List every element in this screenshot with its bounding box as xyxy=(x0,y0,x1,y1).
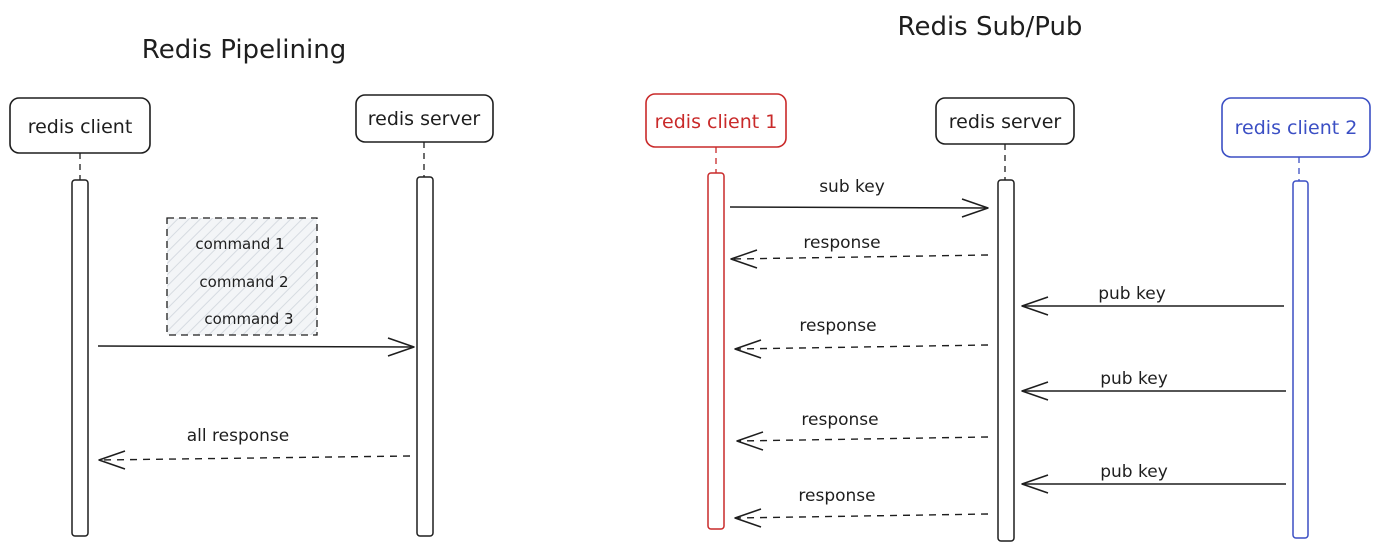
response-arrow-3: response xyxy=(736,410,989,451)
subpub-server-label: redis server xyxy=(949,111,1062,133)
all-response-label: all response xyxy=(187,426,289,446)
subpub-client2-activation xyxy=(1292,180,1309,539)
response-label-1: response xyxy=(803,233,880,253)
pipelining-server-box: redis server xyxy=(355,94,494,143)
pipelining-client-activation xyxy=(71,179,89,537)
command-3-label: command 3 xyxy=(204,310,293,328)
response-arrow-1: response xyxy=(730,233,989,269)
commands-batch-box: command 1 command 2 command 3 xyxy=(166,217,318,336)
pipelining-server-activation xyxy=(416,176,434,537)
pub-key-label-3: pub key xyxy=(1100,462,1168,482)
subpub-server-box: redis server xyxy=(935,97,1075,145)
pipelining-client-box: redis client xyxy=(9,97,151,154)
subpub-client2-label: redis client 2 xyxy=(1235,117,1358,139)
command-1-label: command 1 xyxy=(195,235,284,253)
response-label-3: response xyxy=(801,410,878,430)
pipelining-client-label: redis client xyxy=(28,116,133,138)
subpub-client1-box: redis client 1 xyxy=(645,93,787,148)
subpub-client2-box: redis client 2 xyxy=(1221,97,1371,158)
pub-key-label-1: pub key xyxy=(1098,284,1166,304)
pipelining-diagram: Redis Pipelining redis client redis serv… xyxy=(9,35,494,537)
pub-key-arrow-3: pub key xyxy=(1021,462,1286,494)
subpub-client1-label: redis client 1 xyxy=(655,111,778,133)
subpub-server-activation xyxy=(997,179,1015,542)
sub-key-label: sub key xyxy=(819,177,885,197)
response-label-2: response xyxy=(799,316,876,336)
pipelining-server-label: redis server xyxy=(368,108,481,130)
pub-key-arrow-2: pub key xyxy=(1021,369,1286,401)
subpub-diagram: Redis Sub/Pub redis client 1 redis serve… xyxy=(645,12,1371,542)
response-label-4: response xyxy=(798,486,875,506)
pipelining-title: Redis Pipelining xyxy=(142,35,346,65)
response-arrow-2: response xyxy=(734,316,989,359)
sub-key-arrow: sub key xyxy=(729,177,989,218)
command-2-label: command 2 xyxy=(199,273,288,291)
pub-key-label-2: pub key xyxy=(1100,369,1168,389)
pipelining-response-arrow: all response xyxy=(98,426,411,470)
response-arrow-4: response xyxy=(734,486,989,528)
pub-key-arrow-1: pub key xyxy=(1021,284,1284,316)
pipelining-request-arrow xyxy=(97,337,415,357)
subpub-title: Redis Sub/Pub xyxy=(898,12,1083,42)
subpub-client1-activation xyxy=(707,172,725,530)
